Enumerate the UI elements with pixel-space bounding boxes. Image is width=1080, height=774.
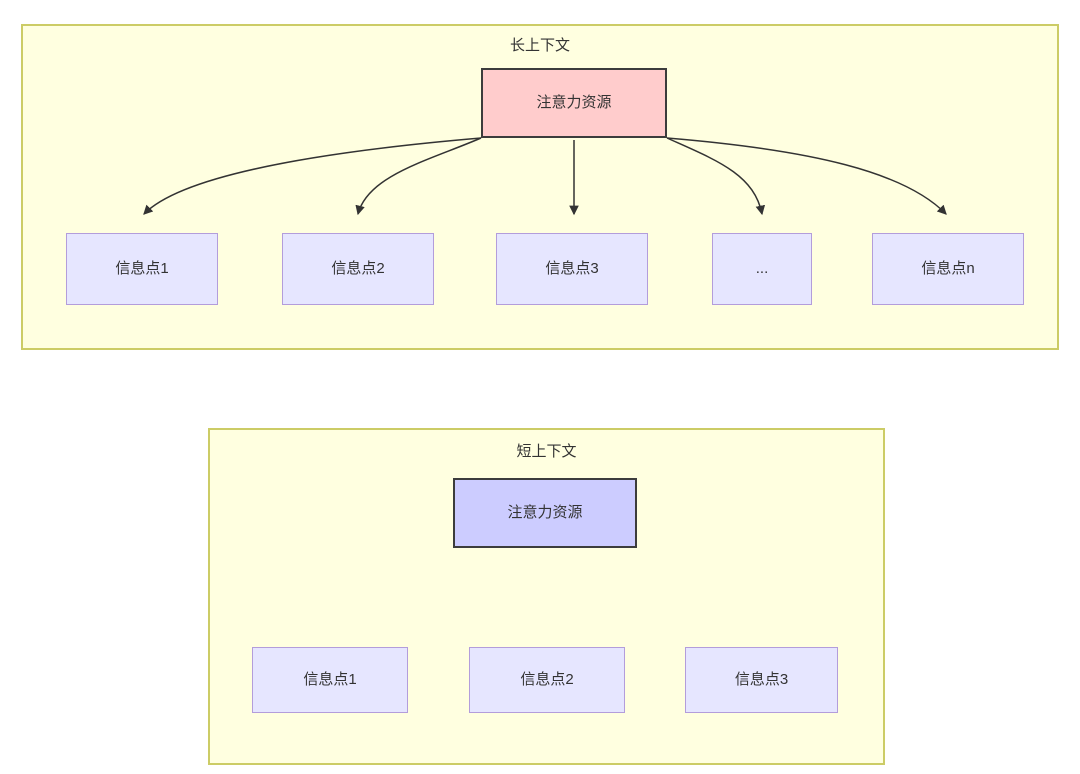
node-info-point-short-3[interactable]: 信息点3 [685, 647, 838, 713]
node-info-point-short-3-label: 信息点3 [734, 671, 789, 688]
node-info-point-short-2[interactable]: 信息点2 [469, 647, 625, 713]
group-long-context-title: 长上下文 [509, 37, 570, 54]
node-info-point-long-2[interactable]: 信息点2 [282, 233, 434, 305]
node-info-point-long-n[interactable]: 信息点n [872, 233, 1024, 305]
node-attention-resource-short[interactable]: 注意力资源 [453, 478, 637, 548]
node-info-point-short-1[interactable]: 信息点1 [252, 647, 408, 713]
node-info-point-long-3-label: 信息点3 [545, 260, 599, 277]
node-info-point-long-2-label: 信息点2 [331, 260, 385, 277]
node-info-point-long-n-label: 信息点n [921, 260, 975, 277]
node-info-point-long-3[interactable]: 信息点3 [496, 233, 648, 305]
node-info-point-long-ellipsis-label: ... [755, 260, 769, 277]
node-attention-resource-long-label: 注意力资源 [536, 94, 612, 111]
node-info-point-long-ellipsis[interactable]: ... [712, 233, 812, 305]
group-short-context-title: 短上下文 [516, 443, 577, 460]
node-info-point-short-2-label: 信息点2 [520, 671, 574, 688]
node-info-point-long-1-label: 信息点1 [115, 260, 169, 277]
node-info-point-short-1-label: 信息点1 [303, 671, 357, 688]
node-info-point-long-1[interactable]: 信息点1 [66, 233, 218, 305]
node-attention-resource-short-label: 注意力资源 [507, 504, 583, 521]
node-attention-resource-long[interactable]: 注意力资源 [481, 68, 667, 138]
